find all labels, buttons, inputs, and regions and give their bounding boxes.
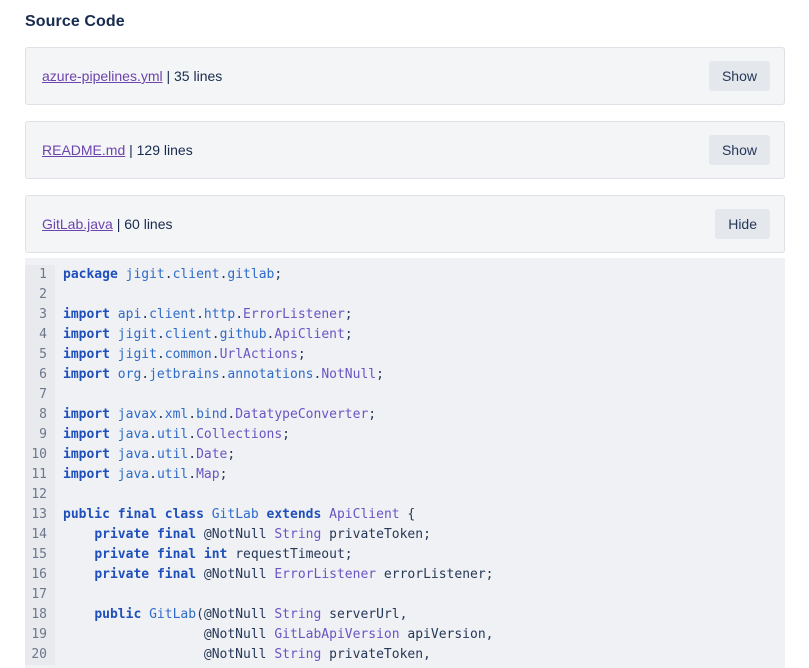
code-line: 1 package jigit.client.gitlab;: [25, 265, 785, 285]
code-line: 4 import jigit.client.github.ApiClient;: [25, 325, 785, 345]
hide-button[interactable]: Hide: [715, 209, 770, 239]
code-line-content: private final @NotNull ErrorListener err…: [94, 567, 494, 582]
code-line: 17: [25, 585, 785, 605]
line-number: 9: [25, 425, 55, 445]
line-number: 4: [25, 325, 55, 345]
code-line-content: public GitLab(@NotNull String serverUrl,: [94, 607, 408, 622]
code-line: 6 import org.jetbrains.annotations.NotNul…: [25, 365, 785, 385]
code-line: 16 private final @NotNull ErrorListener …: [25, 565, 785, 585]
code-line-content: import java.util.Collections;: [63, 427, 290, 442]
page-title: Source Code: [25, 13, 125, 30]
line-number: 17: [25, 585, 55, 605]
line-number: 15: [25, 545, 55, 565]
line-number: 18: [25, 605, 55, 625]
line-number: 10: [25, 445, 55, 465]
file-link[interactable]: azure-pipelines.yml: [42, 68, 163, 84]
code-line: 9 import java.util.Collections;: [25, 425, 785, 445]
line-number: 16: [25, 565, 55, 585]
code-line-content: private final @NotNull String privateTok…: [94, 527, 431, 542]
line-number: 11: [25, 465, 55, 485]
code-line-content: import javax.xml.bind.DatatypeConverter;: [63, 407, 377, 422]
code-line-content: import jigit.client.github.ApiClient;: [63, 327, 353, 342]
line-number: 1: [25, 265, 55, 285]
code-line: 5 import jigit.common.UrlActions;: [25, 345, 785, 365]
file-card: azure-pipelines.yml | 35 lines Show: [25, 47, 785, 105]
code-line-content: private final int requestTimeout;: [94, 547, 353, 562]
code-line-content: package jigit.client.gitlab;: [63, 267, 283, 282]
file-link[interactable]: README.md: [42, 142, 126, 158]
code-line: 19 @NotNull GitLabApiVersion apiVersion,: [25, 625, 785, 645]
code-line: 10 import java.util.Date;: [25, 445, 785, 465]
show-button[interactable]: Show: [708, 61, 770, 91]
code-line-content: [55, 385, 63, 405]
file-line-count: | 129 lines: [125, 142, 193, 158]
file-link[interactable]: GitLab.java: [42, 216, 113, 232]
line-number: 3: [25, 305, 55, 325]
code-line: 7: [25, 385, 785, 405]
code-line-content: public final class GitLab extends ApiCli…: [63, 507, 416, 522]
code-line: 18 public GitLab(@NotNull String serverU…: [25, 605, 785, 625]
line-number: 19: [25, 625, 55, 645]
code-line: 12: [25, 485, 785, 505]
line-number: 7: [25, 385, 55, 405]
file-card: README.md | 129 lines Show: [25, 121, 785, 179]
code-line-content: [55, 585, 63, 605]
code-line-content: @NotNull GitLabApiVersion apiVersion,: [63, 627, 494, 642]
code-line: 8 import javax.xml.bind.DatatypeConverter…: [25, 405, 785, 425]
line-number: 8: [25, 405, 55, 425]
line-number: 5: [25, 345, 55, 365]
code-line: 15 private final int requestTimeout;: [25, 545, 785, 565]
code-line-content: import java.util.Date;: [63, 447, 236, 462]
code-line: 20 @NotNull String privateToken,: [25, 645, 785, 665]
line-number: 2: [25, 285, 55, 305]
code-line-content: import api.client.http.ErrorListener;: [63, 307, 353, 322]
file-line-count: | 60 lines: [112, 216, 173, 232]
code-line-content: @NotNull String privateToken,: [63, 647, 431, 662]
show-button[interactable]: Show: [708, 135, 770, 165]
code-line: 2: [25, 285, 785, 305]
code-line: 13 public final class GitLab extends ApiC…: [25, 505, 785, 525]
code-line-content: [55, 485, 63, 505]
line-number: 14: [25, 525, 55, 545]
line-number: 6: [25, 365, 55, 385]
line-number: 12: [25, 485, 55, 505]
code-line-content: import org.jetbrains.annotations.NotNull…: [63, 367, 384, 382]
line-number: 13: [25, 505, 55, 525]
code-line-content: [55, 285, 63, 305]
code-line-content: import jigit.common.UrlActions;: [63, 347, 306, 362]
file-card: GitLab.java | 60 lines Hide: [25, 195, 785, 253]
line-number: 20: [25, 645, 55, 665]
code-line: 14 private final @NotNull String private…: [25, 525, 785, 545]
code-line: 3 import api.client.http.ErrorListener;: [25, 305, 785, 325]
code-line: 11 import java.util.Map;: [25, 465, 785, 485]
file-line-count: | 35 lines: [162, 68, 223, 84]
code-line-content: import java.util.Map;: [63, 467, 228, 482]
